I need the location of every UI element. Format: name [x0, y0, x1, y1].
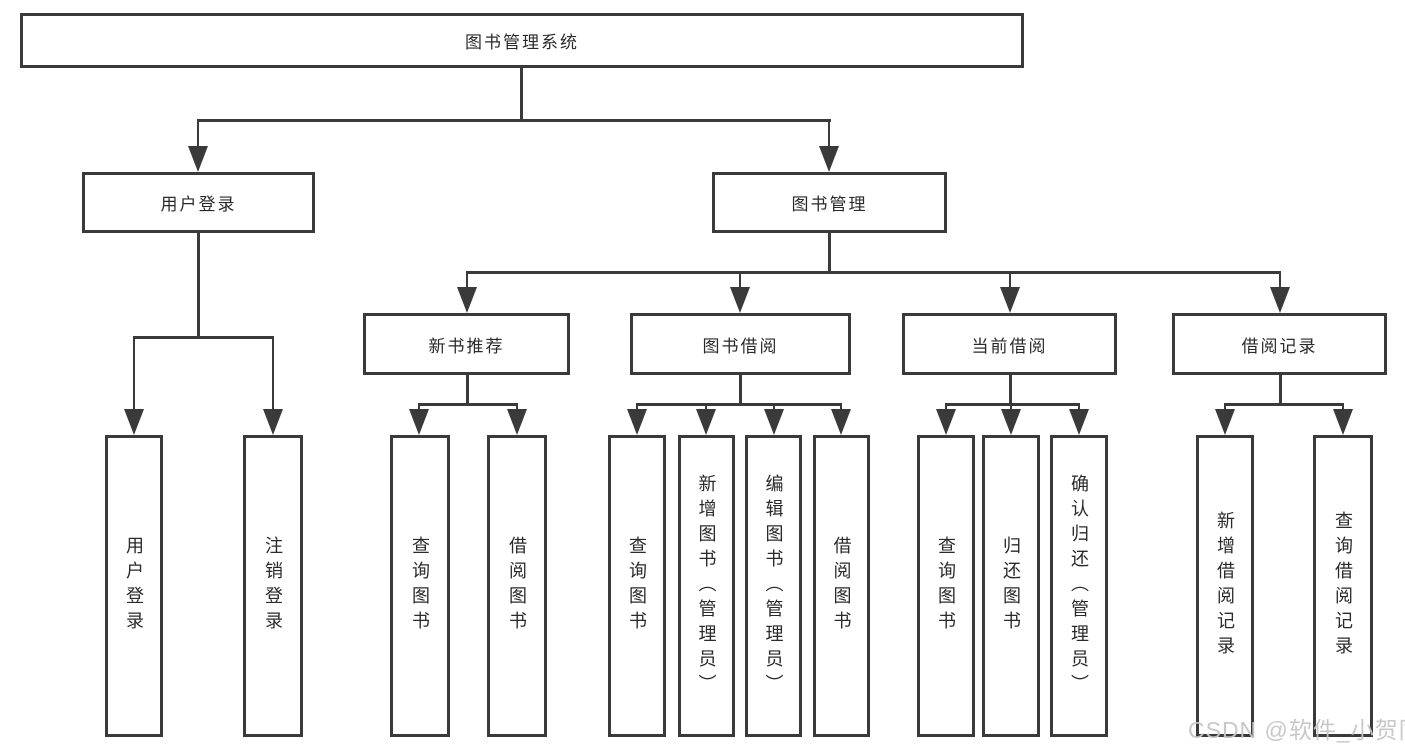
- leaf-label: 归还图书: [1001, 536, 1021, 636]
- node-label: 借阅记录: [1241, 336, 1318, 356]
- leaf-logout: 注销登录: [243, 435, 303, 737]
- leaf-confirm-return-admin: 确认归还（管理员）: [1050, 435, 1108, 737]
- leaf-query-books-current: 查询图书: [917, 435, 975, 737]
- leaf-user-login: 用户登录: [105, 435, 163, 737]
- connector-arrow-add-borrow-record: [1215, 404, 1235, 435]
- connector-borrow-records-vline: [1279, 375, 1282, 405]
- leaf-label: 查询图书: [936, 536, 956, 636]
- node-current-borrow: 当前借阅: [902, 313, 1117, 375]
- connector-book-borrow-vline: [739, 375, 742, 405]
- connector-arrow-return-books: [1001, 404, 1021, 435]
- connector-arrow-leaf-user-login: [124, 337, 144, 435]
- node-user-login: 用户登录: [82, 172, 315, 233]
- connector-arrow-borrow-books-2: [831, 404, 851, 435]
- node-new-book-recommend: 新书推荐: [363, 313, 570, 375]
- leaf-add-books-admin: 新增图书（管理员）: [678, 435, 735, 737]
- node-borrow-records: 借阅记录: [1172, 313, 1387, 375]
- connector-arrow-query-books-2: [627, 404, 647, 435]
- connector-new-book-recommend-hline: [418, 403, 518, 406]
- connector-arrow-new-book-recommend: [457, 272, 477, 313]
- leaf-edit-books-admin: 编辑图书（管理员）: [745, 435, 802, 737]
- leaf-add-borrow-record: 新增借阅记录: [1196, 435, 1254, 737]
- connector-arrow-borrow-books-1: [507, 404, 527, 435]
- leaf-label: 确认归还（管理员）: [1069, 473, 1089, 699]
- connector-new-book-recommend-vline: [466, 375, 469, 405]
- node-book-borrow: 图书借阅: [630, 313, 851, 375]
- connector-arrow-current-borrow: [1000, 272, 1020, 313]
- connector-arrow-confirm-return: [1069, 404, 1089, 435]
- node-library-management-system: 图书管理系统: [20, 13, 1024, 68]
- connector-book-borrow-hline: [636, 403, 842, 406]
- node-label: 当前借阅: [971, 336, 1048, 356]
- connector-book-management-vline: [828, 233, 831, 273]
- connector-arrow-query-books-3: [936, 404, 956, 435]
- node-label: 用户登录: [160, 195, 237, 214]
- watermark: CSDN @软件_小贺同学: [1188, 717, 1405, 743]
- connector-arrow-edit-books: [764, 404, 784, 435]
- node-label: 新书推荐: [428, 336, 505, 356]
- node-label: 图书管理系统: [465, 33, 579, 52]
- connector-current-borrow-hline: [945, 403, 1080, 406]
- leaf-return-books: 归还图书: [982, 435, 1040, 737]
- connector-root-hline: [197, 119, 831, 122]
- leaf-label: 查询借阅记录: [1333, 511, 1353, 661]
- connector-arrow-book-management: [819, 120, 839, 172]
- connector-current-borrow-vline: [1009, 375, 1012, 405]
- leaf-label: 用户登录: [124, 536, 144, 636]
- leaf-label: 新增借阅记录: [1215, 511, 1235, 661]
- node-label: 图书借阅: [702, 336, 779, 356]
- leaf-label: 查询图书: [627, 536, 647, 636]
- leaf-label: 注销登录: [263, 536, 283, 636]
- connector-arrow-query-borrow-record: [1333, 404, 1353, 435]
- connector-user-login-vline: [197, 233, 200, 338]
- leaf-query-books-recommend: 查询图书: [390, 435, 450, 737]
- leaf-label: 编辑图书（管理员）: [763, 473, 784, 699]
- connector-arrow-user-login: [188, 120, 208, 172]
- connector-borrow-records-hline: [1224, 403, 1344, 406]
- connector-root-vline: [520, 66, 523, 120]
- connector-user-login-hline: [133, 336, 274, 339]
- leaf-query-books-borrow: 查询图书: [608, 435, 666, 737]
- connector-arrow-leaf-logout: [263, 337, 283, 435]
- leaf-label: 新增图书（管理员）: [696, 473, 717, 699]
- connector-arrow-book-borrow: [730, 272, 750, 313]
- node-label: 图书管理: [791, 195, 868, 214]
- leaf-borrow-books-borrow: 借阅图书: [813, 435, 870, 737]
- leaf-query-borrow-record: 查询借阅记录: [1313, 435, 1373, 737]
- node-book-management: 图书管理: [712, 172, 947, 233]
- leaf-borrow-books-recommend: 借阅图书: [487, 435, 547, 737]
- connector-book-management-hline: [466, 271, 1281, 274]
- leaf-label: 借阅图书: [507, 536, 527, 636]
- connector-arrow-borrow-records: [1270, 272, 1290, 313]
- connector-arrow-query-books-1: [409, 404, 429, 435]
- connector-arrow-add-books: [696, 404, 716, 435]
- leaf-label: 查询图书: [410, 536, 430, 636]
- leaf-label: 借阅图书: [831, 536, 852, 636]
